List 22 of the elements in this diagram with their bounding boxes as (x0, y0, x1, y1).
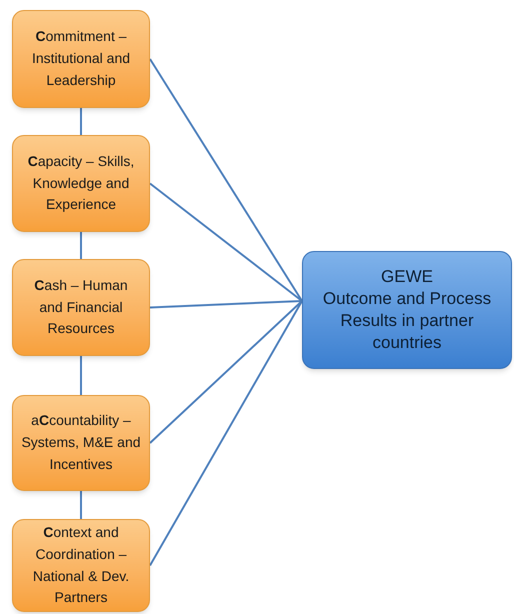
box-text: Commitment – Institutional and Leadership (30, 27, 132, 90)
box-text: Outcome and Process Results in partner countries (322, 288, 492, 354)
connector-line (80, 108, 82, 135)
connector-line (80, 356, 82, 395)
connector-line (149, 300, 303, 444)
connector-line (149, 182, 303, 302)
factor-box (12, 519, 150, 612)
connector-line (80, 491, 82, 519)
connector-line (80, 232, 82, 259)
connector-line (149, 300, 303, 566)
connector-line (149, 58, 303, 302)
connector-line (150, 300, 302, 308)
result-box (302, 251, 512, 369)
factor-box (12, 10, 150, 108)
box-text: Capacity – Skills, Knowledge and Experience (26, 152, 136, 214)
factor-box (12, 259, 150, 356)
box-text: Context and Coordination – National & Dev. Partners (32, 523, 130, 608)
box-text: Cash – Human and Financial Resources (33, 276, 129, 338)
factor-box (12, 395, 150, 491)
box-text: GEWE (381, 266, 433, 288)
box-text: aCcountability – Systems, M&E and Incentives (21, 411, 141, 474)
factor-box (12, 135, 150, 232)
